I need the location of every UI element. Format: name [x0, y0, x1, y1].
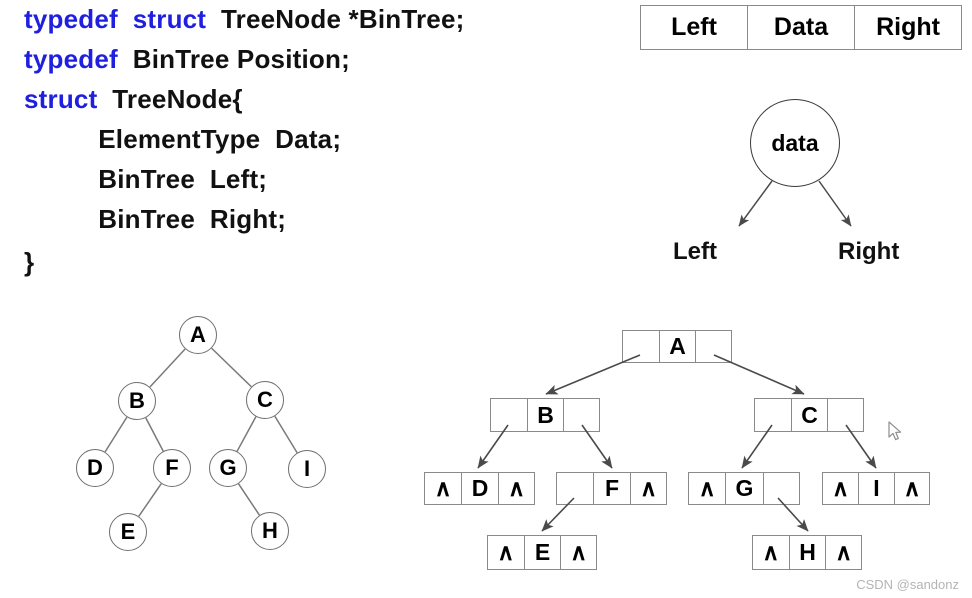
code-keyword: struct [24, 84, 98, 114]
linked-node-a-value: A [658, 331, 696, 362]
code-text: BinTree Right; [24, 204, 287, 234]
code-snippet: typedef struct TreeNode *BinTree;typedef… [24, 2, 624, 292]
tree-edge-B-F [145, 417, 164, 452]
code-line-4: ElementType Data; [24, 124, 341, 155]
linked-node-g-right-pointer [762, 473, 799, 504]
linked-node-c-right-pointer [827, 399, 863, 431]
tree-node-d: D [76, 449, 114, 487]
linked-node-g-left-pointer: ∧ [698, 475, 716, 501]
concept-right-arrow [818, 180, 852, 227]
concept-right-label: Right [838, 238, 900, 265]
linked-node-b: B [490, 398, 600, 432]
code-text: } [24, 247, 35, 277]
linked-node-a-left-pointer [623, 331, 659, 362]
tree-node-c: C [246, 381, 284, 419]
linked-node-c-value: C [790, 399, 828, 431]
record-cell-data: Data [747, 6, 854, 49]
linked-node-e-left-pointer: ∧ [497, 539, 515, 565]
linked-node-c: C [754, 398, 864, 432]
tree-edge-A-B [149, 348, 186, 388]
linked-node-i-left-pointer: ∧ [832, 475, 849, 501]
linked-node-d-left-pointer: ∧ [434, 475, 452, 501]
code-line-1: typedef struct TreeNode *BinTree; [24, 4, 464, 35]
code-line-5: BinTree Left; [24, 164, 267, 195]
record-cell-right: Right [854, 6, 961, 49]
code-text [118, 4, 133, 34]
tree-edge-C-G [236, 416, 257, 452]
linked-node-f-value: F [592, 473, 630, 504]
tree-edge-A-C [211, 347, 252, 388]
tree-node-a: A [179, 316, 217, 354]
tree-edge-C-I [274, 415, 298, 454]
linked-node-b-value: B [526, 399, 564, 431]
linked-node-g-value: G [725, 473, 762, 504]
tree-node-b: B [118, 382, 156, 420]
code-text: BinTree Position; [117, 44, 350, 74]
linked-node-b-right-pointer [563, 399, 599, 431]
tree-node-f: F [153, 449, 191, 487]
code-text: BinTree Left; [24, 164, 268, 194]
tree-node-i: I [288, 450, 326, 488]
code-line-7: } [24, 247, 34, 278]
linked-node-a-right-pointer [695, 331, 731, 362]
linked-node-h-right-pointer: ∧ [825, 536, 861, 569]
code-keyword: struct [132, 4, 207, 34]
linked-node-g: ∧G [688, 472, 800, 505]
linked-node-b-left-pointer [491, 399, 527, 431]
code-keyword: typedef [24, 44, 118, 74]
linked-node-e-value: E [523, 536, 561, 569]
watermark: CSDN @sandonz [856, 577, 959, 592]
linked-node-i: ∧I∧ [822, 472, 930, 505]
code-text: ElementType Data; [24, 124, 342, 154]
tree-node-h: H [251, 512, 289, 550]
linked-node-a: A [622, 330, 732, 363]
record-layout-table: Left Data Right [640, 5, 962, 50]
tree-node-g: G [209, 449, 247, 487]
tree-edge-B-D [104, 416, 128, 453]
code-keyword: typedef [24, 4, 118, 34]
code-line-2: typedef BinTree Position; [24, 44, 350, 75]
concept-left-arrow [738, 180, 773, 227]
linked-node-i-right-pointer: ∧ [894, 473, 929, 504]
linked-node-e: ∧E∧ [487, 535, 597, 570]
linked-node-f-left-pointer [557, 473, 593, 504]
linked-node-h-left-pointer: ∧ [762, 539, 780, 565]
tree-edge-G-H [237, 483, 261, 516]
code-line-3: struct TreeNode{ [24, 84, 243, 115]
tree-node-e: E [109, 513, 147, 551]
mouse-cursor [888, 421, 902, 441]
linked-node-d: ∧D∧ [424, 472, 535, 505]
linked-node-i-value: I [857, 473, 894, 504]
record-cell-left: Left [671, 13, 717, 41]
linked-node-h: ∧H∧ [752, 535, 862, 570]
linked-node-h-value: H [788, 536, 826, 569]
code-text: TreeNode{ [97, 84, 243, 114]
concept-left-label: Left [673, 238, 717, 265]
linked-node-e-right-pointer: ∧ [560, 536, 596, 569]
linked-node-d-right-pointer: ∧ [498, 473, 534, 504]
linked-node-f: F∧ [556, 472, 667, 505]
data-node-circle: data [750, 99, 840, 187]
code-text: TreeNode *BinTree; [206, 4, 465, 34]
linked-node-c-left-pointer [755, 399, 791, 431]
linked-node-d-value: D [460, 473, 498, 504]
code-line-6: BinTree Right; [24, 204, 286, 235]
tree-edge-F-E [138, 483, 162, 517]
linked-node-f-right-pointer: ∧ [630, 473, 666, 504]
